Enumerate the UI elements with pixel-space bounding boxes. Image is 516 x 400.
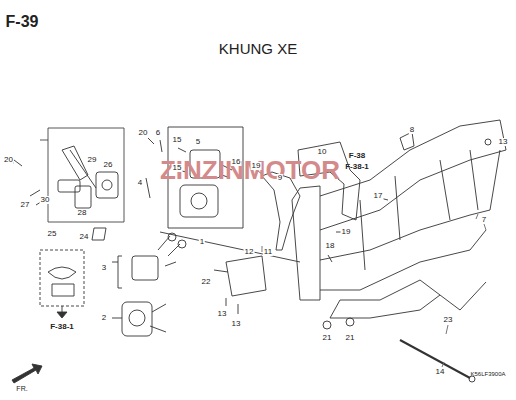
callout-number: 27 xyxy=(20,201,31,209)
lock-lever xyxy=(62,146,96,188)
drawing-code: K56LF3900A xyxy=(470,371,505,377)
lock-cylinder xyxy=(102,180,112,190)
callout-number: 26 xyxy=(103,161,114,169)
key xyxy=(112,304,166,332)
rod xyxy=(160,232,300,262)
callout-number: 10 xyxy=(317,148,328,156)
callout-number: 23 xyxy=(443,316,454,324)
reference-code: F-38 xyxy=(349,152,365,160)
lock-set xyxy=(132,256,158,280)
callout-number: 1 xyxy=(199,238,205,246)
lower-frame xyxy=(320,230,486,290)
watermark: ZINZINMOTOR xyxy=(160,157,340,183)
ignition-assembly xyxy=(122,302,152,336)
callout-number: 6 xyxy=(155,129,161,137)
bolt xyxy=(400,340,470,378)
bolt xyxy=(214,270,238,314)
reference-code: F-38-1 xyxy=(345,163,369,171)
figure-code: F-39 xyxy=(6,14,39,30)
callout-number: 22 xyxy=(201,278,212,286)
reference-arrow xyxy=(57,312,67,318)
screw xyxy=(328,198,388,262)
group-bracket xyxy=(40,128,124,222)
callout-number: 4 xyxy=(137,179,143,187)
seat-lock-part xyxy=(48,267,76,296)
callout-number: 19 xyxy=(251,162,262,170)
nut xyxy=(323,321,331,329)
front-arrow xyxy=(12,364,42,383)
diagram-title: KHUNG XE xyxy=(219,41,297,56)
callout-number: 8 xyxy=(409,126,415,134)
reference-code: F-38-1 xyxy=(50,323,74,331)
cross-member xyxy=(360,150,478,270)
callout-number: 18 xyxy=(325,242,336,250)
callout-number: 13 xyxy=(217,310,228,318)
callout-number: 19 xyxy=(341,228,352,236)
screw xyxy=(146,138,162,198)
main-frame xyxy=(320,120,506,230)
callout-number: 7 xyxy=(481,216,487,224)
rear-mount xyxy=(440,282,486,310)
callout-number: 21 xyxy=(322,334,333,342)
key-tag xyxy=(92,228,106,240)
main-frame xyxy=(320,150,500,260)
callout-number: 24 xyxy=(79,233,90,241)
ignition-switch xyxy=(180,185,218,217)
callout-number: 11 xyxy=(263,248,273,256)
callout-number: 28 xyxy=(77,209,88,217)
callout-number: 13 xyxy=(231,320,242,328)
callout-number: 3 xyxy=(101,264,107,272)
callout-number: 15 xyxy=(172,136,183,144)
ignition-switch xyxy=(191,193,207,209)
head-pipe xyxy=(292,186,320,300)
bracket xyxy=(226,256,266,296)
callout-number: 17 xyxy=(373,192,384,200)
lock-body xyxy=(75,186,91,208)
group-bracket xyxy=(112,256,122,288)
callout-number: 21 xyxy=(345,334,356,342)
ignition-assembly xyxy=(129,310,145,326)
callout-number: 16 xyxy=(231,158,242,166)
callout-number: 9 xyxy=(277,174,283,182)
lock-cylinder xyxy=(96,172,118,198)
callout-number: 20 xyxy=(138,129,149,137)
nut xyxy=(346,318,354,326)
callout-number: 30 xyxy=(40,196,51,204)
callout-number: 5 xyxy=(195,138,201,146)
nut xyxy=(485,139,491,145)
callout-number: 25 xyxy=(47,230,58,238)
key xyxy=(178,240,186,248)
bracket xyxy=(400,132,414,150)
direction-label: FR. xyxy=(16,385,27,392)
reference-box xyxy=(40,250,84,306)
callout-number: 14 xyxy=(435,368,446,376)
leader-line xyxy=(12,163,486,367)
steering-lock-bracket xyxy=(262,172,300,250)
screw xyxy=(14,160,22,166)
callout-number: 29 xyxy=(87,156,98,164)
callout-number: 2 xyxy=(101,314,107,322)
callout-number: 15 xyxy=(172,164,183,172)
engine-mount xyxy=(330,280,440,318)
key xyxy=(158,236,180,266)
callout-number: 12 xyxy=(244,248,255,256)
callout-number: 20 xyxy=(3,156,14,164)
callout-number: 13 xyxy=(498,138,509,146)
